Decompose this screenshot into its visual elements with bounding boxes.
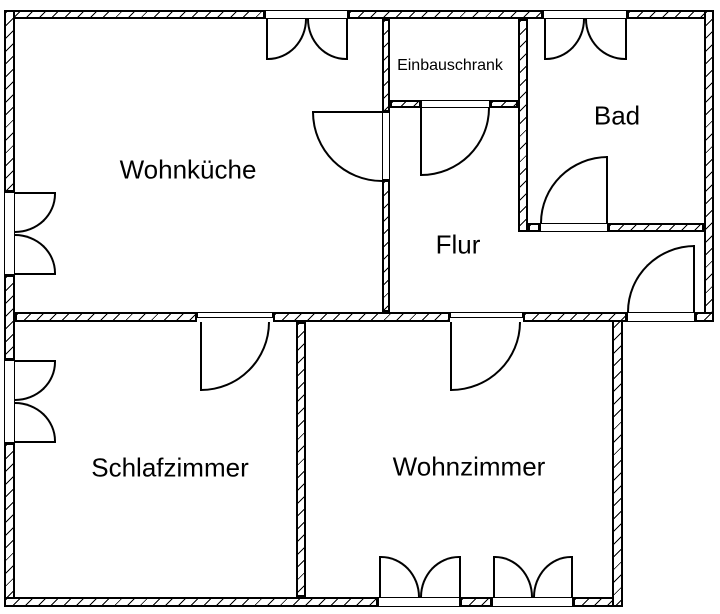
door-opening-bad xyxy=(540,223,608,232)
window-opening-schlafzimmer-left xyxy=(4,360,15,443)
wall-left-middle-segment xyxy=(4,275,15,360)
wall-left-upper-segment xyxy=(4,10,15,192)
window-wohnzimmer-2-right-arc xyxy=(533,556,571,597)
door-opening-entry xyxy=(627,312,695,322)
wall-top-right-segment xyxy=(627,10,714,19)
door-schlafzimmer-swing-arc xyxy=(201,322,270,391)
door-opening-einbauschrank xyxy=(421,100,490,108)
wall-left-lower-segment xyxy=(4,443,15,607)
wall-wohnkueche-flur-lower xyxy=(382,180,390,312)
window-opening-bad-top xyxy=(543,10,627,19)
window-opening-wohnkueche-left xyxy=(4,192,15,275)
window-wohnkueche-top-right-leaf xyxy=(346,19,348,60)
wall-schrank-bottom-left xyxy=(390,100,421,108)
window-wohnzimmer-2-left-arc xyxy=(495,556,533,597)
wall-bad-bottom-right xyxy=(608,223,704,232)
window-schlafzimmer-left-bottom-arc xyxy=(15,402,56,441)
window-opening-wohnkueche-top xyxy=(265,10,348,19)
window-opening-wohnzimmer-bottom-2 xyxy=(492,597,573,607)
room-label-schlafzimmer: Schlafzimmer xyxy=(91,452,249,483)
wall-wohnzimmer-right xyxy=(612,312,623,607)
window-wohnzimmer-2-right-leaf xyxy=(571,556,573,597)
room-label-flur: Flur xyxy=(435,229,481,260)
window-wohnzimmer-1-left-leaf xyxy=(379,556,381,597)
room-label-wohnzimmer: Wohnzimmer xyxy=(392,451,546,482)
wall-bottom-left-segment xyxy=(4,597,378,607)
wall-entry-right-stub xyxy=(695,312,714,322)
window-bad-top-left-arc xyxy=(546,19,585,60)
window-opening-wohnzimmer-bottom-1 xyxy=(378,597,460,607)
door-opening-schlafzimmer xyxy=(197,312,273,318)
door-wohnkueche-swing-arc xyxy=(312,112,382,182)
wall-schrank-bad-divider xyxy=(518,19,528,232)
window-wohnkueche-left-bottom-leaf xyxy=(15,273,56,275)
window-wohnzimmer-2-left-leaf xyxy=(493,556,495,597)
door-bad-swing-arc xyxy=(540,156,608,223)
window-bad-top-right-leaf xyxy=(625,19,627,60)
room-label-wohnkueche: Wohnküche xyxy=(119,154,257,185)
wall-wohnkueche-flur-upper xyxy=(382,19,390,112)
wall-middle-3 xyxy=(523,312,627,322)
wall-top-left-segment xyxy=(4,10,265,19)
wall-bottom-middle-segment xyxy=(460,597,492,607)
window-wohnkueche-top-right-arc xyxy=(307,19,346,60)
wall-schrank-bottom-right xyxy=(490,100,518,108)
window-wohnkueche-top-left-arc xyxy=(268,19,307,60)
window-wohnzimmer-1-left-arc xyxy=(381,556,420,597)
window-wohnzimmer-1-right-leaf xyxy=(459,556,461,597)
window-bad-top-left-leaf xyxy=(544,19,546,60)
wall-schlaf-wohnzimmer-divider xyxy=(296,322,306,597)
door-opening-wohnkueche xyxy=(382,112,390,180)
window-wohnkueche-left-top-leaf xyxy=(15,192,56,194)
window-schlafzimmer-left-top-leaf xyxy=(15,360,56,362)
window-bad-top-right-arc xyxy=(585,19,625,60)
wall-middle-2 xyxy=(273,312,450,322)
window-wohnzimmer-1-right-arc xyxy=(420,556,459,597)
window-schlafzimmer-left-bottom-leaf xyxy=(15,441,56,443)
wall-right-upper xyxy=(704,10,714,322)
window-wohnkueche-top-left-leaf xyxy=(266,19,268,60)
window-schlafzimmer-left-top-arc xyxy=(15,362,56,401)
wall-middle-1 xyxy=(15,312,197,322)
door-opening-wohnzimmer xyxy=(450,312,523,318)
wall-bad-bottom-left xyxy=(528,223,540,232)
door-einbauschrank-swing-arc xyxy=(421,108,490,176)
room-label-bad: Bad xyxy=(593,100,641,131)
wall-top-middle-segment xyxy=(348,10,543,19)
window-wohnkueche-left-top-arc xyxy=(15,194,56,233)
door-entry-swing-arc xyxy=(627,245,695,312)
room-label-einbauschrank: Einbauschrank xyxy=(397,57,503,74)
window-wohnkueche-left-bottom-arc xyxy=(15,234,56,273)
door-wohnzimmer-swing-arc xyxy=(451,322,521,391)
